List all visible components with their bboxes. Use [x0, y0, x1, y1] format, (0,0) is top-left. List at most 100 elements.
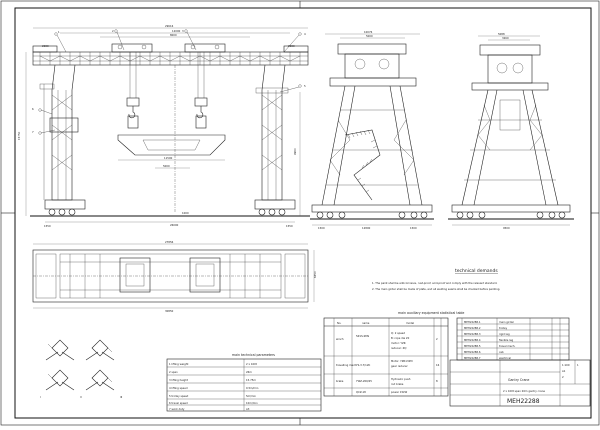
callout-3: 3 — [182, 29, 184, 33]
svg-text:0.5m/min: 0.5m/min — [246, 386, 259, 390]
svg-text:Q: 2 speed: Q: 2 speed — [391, 331, 405, 335]
svg-text:16: 16 — [436, 363, 440, 367]
svg-text:27856: 27856 — [165, 240, 174, 244]
svg-text:MEH22288.7: MEH22288.7 — [464, 356, 481, 360]
svg-text:2 x 100t: 2 x 100t — [246, 362, 257, 366]
svg-text:1500: 1500 — [410, 226, 417, 230]
dim-front-span-top: 12000 — [172, 29, 181, 33]
svg-text:name: name — [362, 322, 370, 325]
svg-text:1550: 1550 — [44, 224, 51, 228]
svg-text:2 span: 2 span — [169, 370, 178, 374]
equipment-table-title: main auxiliary equipment statistical tab… — [398, 311, 464, 315]
svg-text:main girder: main girder — [499, 320, 515, 324]
svg-text:MEH22288.2: MEH22288.2 — [464, 326, 481, 330]
svg-text:1:100: 1:100 — [562, 363, 570, 367]
technical-demand-1: 1. The paint shall be anticorrosive, rus… — [372, 281, 497, 285]
technical-demands: technical demands 1. The paint shall be … — [372, 268, 500, 291]
parameters-title: main technical parameters — [232, 353, 275, 357]
svg-text:flexible leg: flexible leg — [499, 338, 514, 342]
svg-text:power 15kW: power 15kW — [391, 390, 408, 394]
svg-text:10m/min: 10m/min — [246, 401, 258, 405]
svg-text:5 trolley speed: 5 trolley speed — [169, 394, 189, 398]
svg-text:rod brake: rod brake — [391, 382, 404, 386]
callout-6: 6 — [32, 107, 34, 111]
svg-text:1550: 1550 — [286, 224, 293, 228]
svg-text:5m/min: 5m/min — [246, 394, 256, 398]
svg-text:6450: 6450 — [313, 271, 317, 278]
svg-text:MEH22288.5: MEH22288.5 — [464, 344, 481, 348]
svg-text:gear reducer: gear reducer — [391, 364, 409, 368]
callout-4: 4 — [304, 32, 306, 36]
svg-text:Hydraulic push: Hydraulic push — [391, 377, 411, 381]
svg-text:12800: 12800 — [362, 226, 371, 230]
callout-5: 5 — [304, 84, 306, 88]
svg-text:MEH22288.3: MEH22288.3 — [464, 332, 481, 336]
svg-text:brake: brake — [336, 379, 344, 383]
svg-text:A3: A3 — [246, 407, 250, 411]
title-drawing-name: Gantry Crane — [508, 378, 529, 382]
svg-text:7 work duty: 7 work duty — [169, 407, 185, 411]
svg-text:B: rope dia 20: B: rope dia 20 — [391, 336, 410, 340]
svg-text:26m: 26m — [246, 370, 252, 374]
part-callouts: 1 2 3 4 5 6 7 — [32, 29, 306, 135]
svg-text:26000: 26000 — [170, 223, 179, 227]
svg-text:5Z1S-SMS: 5Z1S-SMS — [356, 334, 370, 338]
svg-text:Motor: YZR132M: Motor: YZR132M — [391, 359, 413, 363]
technical-demand-2: 2. The main girder shall be made of plat… — [372, 287, 500, 291]
svg-text:1000: 1000 — [182, 211, 189, 215]
plan-view: 27856 30850 6450 — [32, 240, 317, 313]
svg-text:2: 2 — [436, 337, 438, 341]
svg-text:MEH22288.6: MEH22288.6 — [464, 350, 481, 354]
svg-text:trolley: trolley — [499, 326, 508, 330]
svg-text:3 lifting height: 3 lifting height — [169, 378, 188, 382]
svg-text:model: model — [406, 321, 414, 325]
svg-text:6 travel speed: 6 travel speed — [169, 401, 188, 405]
svg-text:MEH22288.1: MEH22288.1 — [464, 320, 481, 324]
svg-text:11500: 11500 — [164, 156, 173, 160]
svg-text:1 lifting weight: 1 lifting weight — [169, 362, 188, 366]
svg-text:A1: A1 — [562, 369, 566, 373]
svg-text:I: I — [40, 395, 41, 399]
svg-text:MEH22288.4: MEH22288.4 — [464, 338, 481, 342]
dim-front-trolley: 8000 — [170, 33, 177, 37]
svg-text:cab: cab — [499, 350, 504, 354]
side-elevation-view: 10076 5000 12800 1500 1500 — [310, 30, 434, 230]
svg-text:15750: 15750 — [17, 131, 21, 140]
svg-text:15.75m: 15.75m — [246, 378, 256, 382]
svg-text:3260: 3260 — [502, 36, 509, 40]
svg-text:1500: 1500 — [318, 226, 325, 230]
svg-text:II: II — [80, 395, 82, 399]
svg-text:electrical: electrical — [499, 356, 511, 360]
equipment-table: main auxiliary equipment statistical tab… — [323, 311, 464, 397]
technical-demands-title: technical demands — [455, 268, 498, 274]
svg-text:QCZ-18: QCZ-18 — [356, 390, 366, 394]
svg-text:motor: YZR: motor: YZR — [391, 341, 406, 345]
svg-text:1: 1 — [577, 363, 579, 367]
title-subtitle: 2 x 100t span 26m gantry crane — [503, 389, 545, 393]
technical-parameters-table: main technical parameters 1 lifting weig… — [166, 353, 322, 412]
callout-1: 1 — [58, 30, 60, 34]
svg-text:winch: winch — [336, 337, 344, 341]
svg-text:rigid leg: rigid leg — [499, 332, 510, 336]
svg-text:travel mech.: travel mech. — [499, 344, 516, 348]
svg-text:9960: 9960 — [293, 148, 297, 155]
svg-text:YWZ-200/25: YWZ-200/25 — [356, 379, 372, 383]
svg-text:III: III — [120, 395, 123, 399]
svg-text:5088: 5088 — [498, 32, 505, 36]
svg-text:2: 2 — [562, 375, 564, 379]
svg-text:YS-3.7/12K: YS-3.7/12K — [356, 363, 370, 367]
callout-2: 2 — [112, 29, 114, 33]
svg-text:9500: 9500 — [503, 226, 510, 230]
svg-text:10076: 10076 — [364, 30, 373, 34]
svg-text:8: 8 — [436, 379, 438, 383]
title-block: Gantry Crane 2 x 100t span 26m gantry cr… — [449, 359, 591, 407]
svg-text:5000: 5000 — [366, 34, 373, 38]
svg-text:4 lifting speed: 4 lifting speed — [169, 386, 188, 390]
hook-detail-diagrams: I II III — [40, 339, 123, 399]
svg-text:reducer: ZQ: reducer: ZQ — [391, 346, 406, 350]
svg-text:30850: 30850 — [165, 309, 174, 313]
callout-7: 7 — [32, 130, 34, 134]
